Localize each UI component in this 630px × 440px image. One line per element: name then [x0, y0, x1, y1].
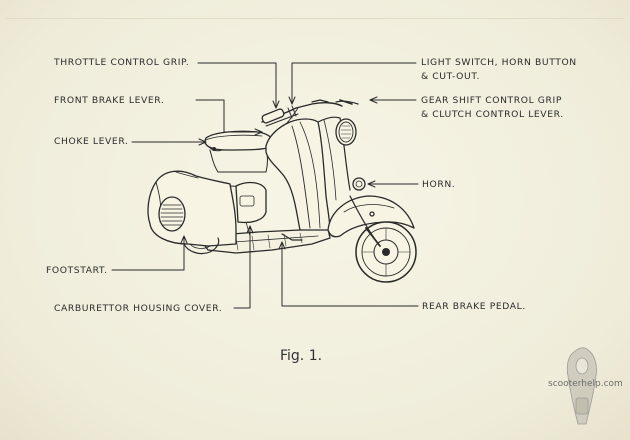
scooter-illustration	[147, 99, 417, 283]
label-carburettor-housing-cover: CARBURETTOR HOUSING COVER.	[54, 303, 223, 314]
label-horn: HORN.	[422, 179, 456, 190]
leader-lines	[111, 62, 419, 309]
label-choke-lever: CHOKE LEVER.	[54, 136, 129, 147]
label-throttle-control-grip: THROTTLE CONTROL GRIP.	[54, 57, 190, 68]
label-rear-brake-pedal: REAR BRAKE PEDAL.	[422, 301, 526, 312]
label-light-switch-line2: & CUT-OUT.	[421, 71, 480, 82]
figure-caption: Fig. 1.	[280, 348, 323, 364]
watermark-text: scooterhelp.com	[548, 379, 623, 389]
label-front-brake-lever: FRONT BRAKE LEVER.	[54, 95, 165, 106]
label-footstart: FOOTSTART.	[46, 265, 108, 276]
watermark-logo	[566, 347, 597, 425]
page-crease	[6, 18, 624, 19]
label-gear-shift-line1: GEAR SHIFT CONTROL GRIP	[421, 95, 562, 106]
label-gear-shift-line2: & CLUTCH CONTROL LEVER.	[421, 109, 564, 120]
label-light-switch-line1: LIGHT SWITCH, HORN BUTTON	[421, 57, 577, 68]
